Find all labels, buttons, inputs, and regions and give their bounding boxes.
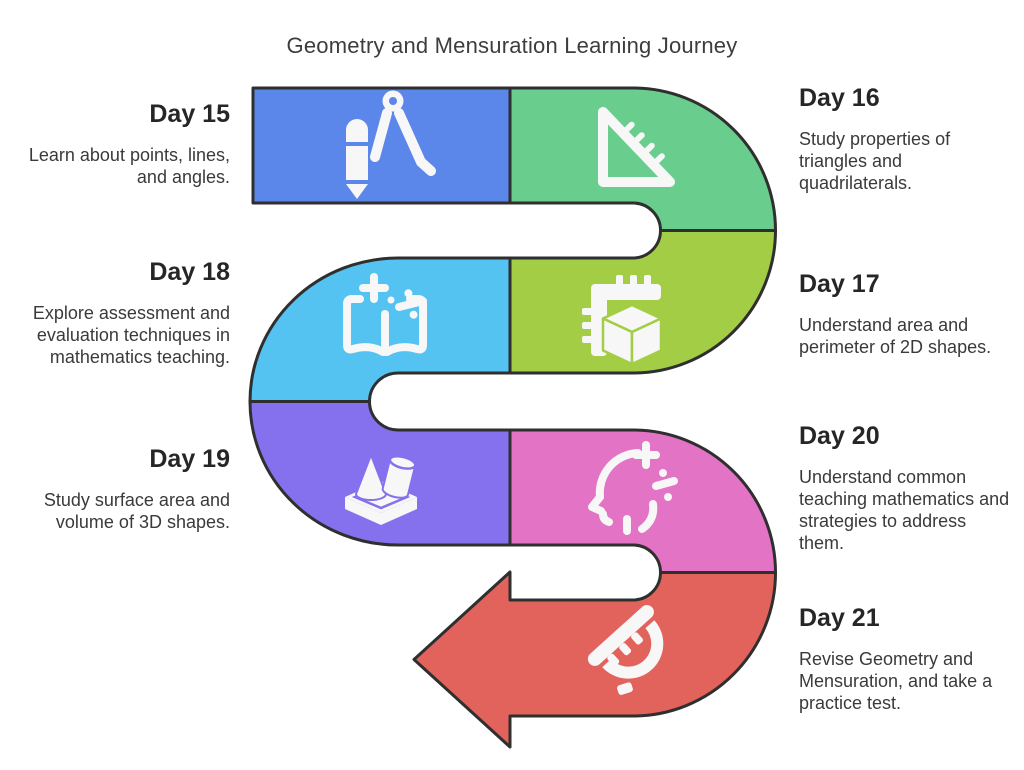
day16-heading: Day 16 — [799, 84, 880, 112]
step-day16-label: Day 16 Study properties of triangles and… — [799, 84, 1013, 194]
math-book-icon — [343, 273, 427, 356]
day17-heading: Day 17 — [799, 270, 880, 298]
segment-day-20 — [508, 428, 777, 574]
step-day19-label: Day 19 Study surface area and volume of … — [14, 445, 230, 533]
day16-description: Study properties of triangles and quadri… — [799, 128, 951, 193]
math-mind-icon — [588, 441, 678, 535]
step-day15-label: Day 15 Learn about points, lines, and an… — [14, 100, 230, 188]
segment-day-18 — [248, 256, 512, 403]
step-day20-label: Day 20 Understand common teaching mathem… — [799, 422, 1013, 554]
set-square-icon — [598, 107, 675, 187]
day19-description: Study surface area and volume of 3D shap… — [43, 489, 230, 532]
day17-description: Understand area and perimeter of 2D shap… — [799, 314, 992, 357]
day19-heading: Day 19 — [149, 445, 230, 473]
segment-day-19 — [248, 400, 512, 547]
protractor-icon — [587, 605, 664, 695]
segment-day-17 — [508, 229, 777, 375]
day21-description: Revise Geometry and Mensuration, and tak… — [799, 648, 993, 713]
day18-heading: Day 18 — [149, 258, 230, 286]
step-day17-label: Day 17 Understand area and perimeter of … — [799, 270, 1013, 358]
step-day18-label: Day 18 Explore assessment and evaluation… — [14, 258, 230, 368]
solid-shapes-icon — [345, 452, 417, 525]
day18-description: Explore assessment and evaluation techni… — [32, 302, 230, 367]
day21-heading: Day 21 — [799, 604, 880, 632]
day20-description: Understand common teaching mathematics a… — [799, 466, 1010, 553]
page-title: Geometry and Mensuration Learning Journe… — [286, 33, 738, 58]
day15-description: Learn about points, lines, and angles. — [28, 144, 230, 187]
day15-heading: Day 15 — [149, 100, 230, 128]
drafting-compass-icon — [346, 90, 436, 199]
step-day21-label: Day 21 Revise Geometry and Mensuration, … — [799, 604, 1013, 714]
ruler-cube-icon — [582, 275, 663, 366]
day20-heading: Day 20 — [799, 422, 880, 450]
